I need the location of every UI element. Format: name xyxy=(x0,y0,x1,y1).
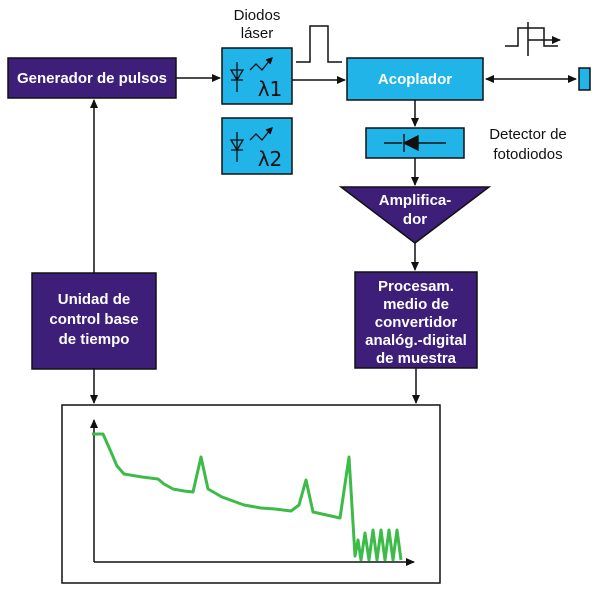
connectors xyxy=(90,74,577,404)
laser-diodes-title-line-1: Diodos xyxy=(234,7,281,24)
output-pulse-waveform-icon xyxy=(505,22,561,56)
laser-diode-2-label: λ2 xyxy=(258,147,283,171)
laser-diode-1-icon xyxy=(229,56,274,92)
sampling-adc-block: Procesam. medio de convertidor analóg.-d… xyxy=(354,271,478,369)
adc-label-line-4: analóg.-digital xyxy=(365,332,467,349)
pulse-generator-label: Generador de pulsos xyxy=(17,70,167,87)
time-base-label-line-3: de tiempo xyxy=(59,331,130,348)
laser-diode-1-block: λ1 xyxy=(221,47,293,105)
photodiode-icon xyxy=(384,134,446,152)
otdr-trace-line xyxy=(92,432,403,562)
adc-label-line-1: Procesam. xyxy=(378,278,454,295)
time-base-control-block: Unidad de control base de tiempo xyxy=(31,272,157,370)
time-base-label-line-2: control base xyxy=(49,311,138,328)
laser-diode-1-label: λ1 xyxy=(258,77,283,101)
photodiode-detector-label-line-1: Detector de xyxy=(489,126,567,143)
trace-display xyxy=(61,404,441,584)
photodiode-block xyxy=(365,127,465,159)
laser-diodes-title: Diodos láser xyxy=(234,7,281,42)
amplifier-label-line-2: dor xyxy=(403,211,427,228)
photodiode-detector-label: Detector de fotodiodos xyxy=(489,126,567,163)
laser-pulse-waveform-icon xyxy=(296,25,342,63)
photodiode-detector-label-line-2: fotodiodos xyxy=(493,146,562,163)
pulse-generator-block: Generador de pulsos xyxy=(7,57,177,99)
laser-diode-2-block: λ2 xyxy=(221,117,293,175)
fiber-connector xyxy=(578,67,591,91)
laser-diode-2-icon xyxy=(229,126,274,162)
time-base-label-line-1: Unidad de xyxy=(58,291,131,308)
amplifier-label-line-1: Amplifica- xyxy=(379,192,452,209)
adc-label-line-5: de muestra xyxy=(376,350,457,367)
coupler-label: Acoplador xyxy=(378,71,452,88)
laser-diodes-title-line-2: láser xyxy=(241,25,274,42)
coupler-block: Acoplador xyxy=(346,57,484,101)
adc-label-line-3: convertidor xyxy=(375,314,458,331)
amplifier-block: Amplifica- dor xyxy=(338,186,492,244)
adc-label-line-2: medio de xyxy=(383,296,449,313)
